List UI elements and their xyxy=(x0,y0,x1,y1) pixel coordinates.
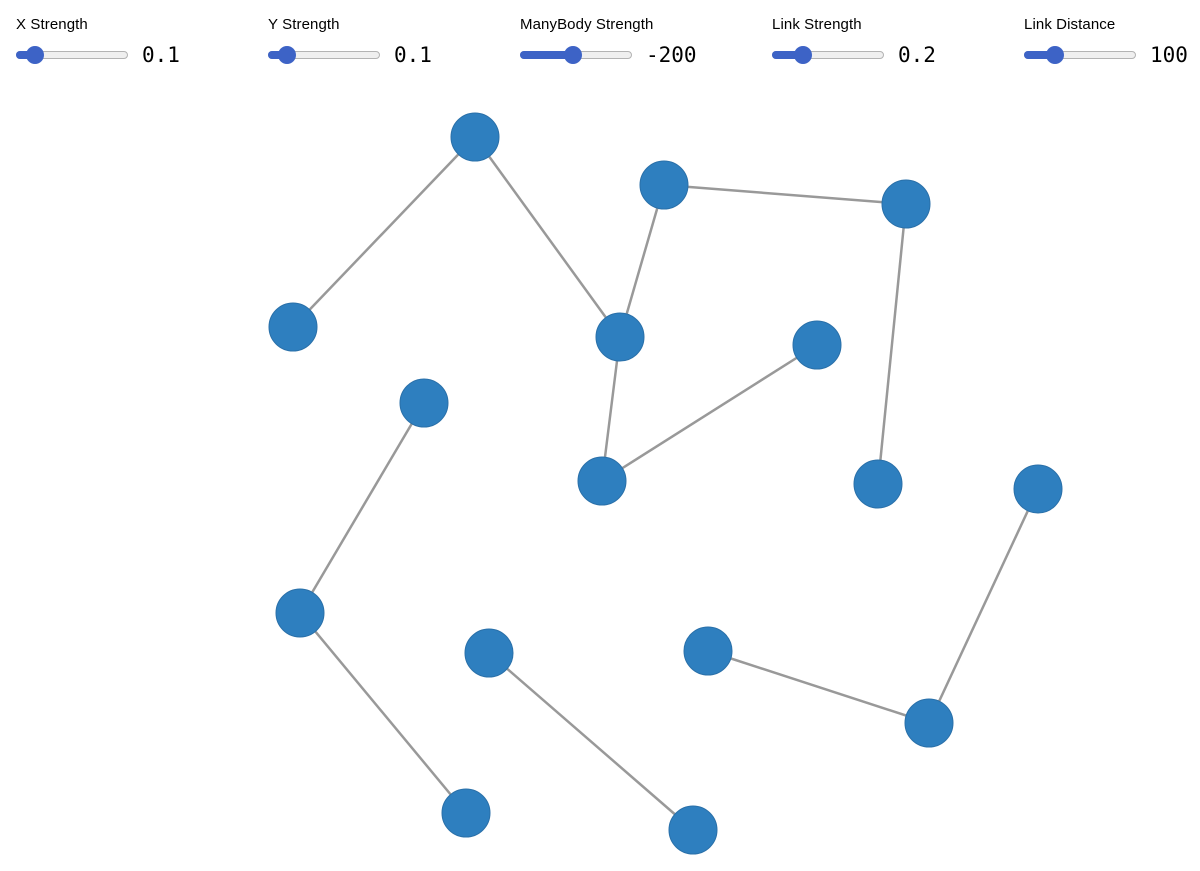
graph-node[interactable] xyxy=(668,805,718,855)
slider-thumb[interactable] xyxy=(1045,46,1064,64)
graph-node[interactable] xyxy=(904,698,954,748)
control-link-strength: Link Strength 0.2 xyxy=(772,16,1008,67)
graph-link xyxy=(473,136,622,338)
graph-node[interactable] xyxy=(577,456,627,506)
y-strength-slider[interactable] xyxy=(268,46,380,64)
slider-value: 0.2 xyxy=(898,43,936,67)
slider-thumb[interactable] xyxy=(278,46,297,64)
slider-label: ManyBody Strength xyxy=(520,16,654,33)
manybody-strength-slider[interactable] xyxy=(520,46,632,64)
graph-link xyxy=(618,184,666,338)
graph-node[interactable] xyxy=(595,312,645,362)
graph-node[interactable] xyxy=(450,112,500,162)
slider-fill xyxy=(520,51,574,59)
link-strength-slider[interactable] xyxy=(772,46,884,64)
graph-node[interactable] xyxy=(275,588,325,638)
graph-link xyxy=(663,183,907,206)
graph-node[interactable] xyxy=(1013,464,1063,514)
slider-fill xyxy=(16,51,36,59)
slider-fill xyxy=(1024,51,1055,59)
slider-thumb[interactable] xyxy=(793,46,812,64)
graph-node[interactable] xyxy=(464,628,514,678)
graph-node[interactable] xyxy=(683,626,733,676)
control-manybody-strength: ManyBody Strength -200 xyxy=(520,16,756,67)
graph-node[interactable] xyxy=(881,179,931,229)
graph-link xyxy=(601,343,818,483)
slider-value: 0.1 xyxy=(142,43,180,67)
graph-node[interactable] xyxy=(639,160,689,210)
slider-label: Link Strength xyxy=(772,16,862,33)
slider-fill xyxy=(772,51,803,59)
graph-link xyxy=(298,402,426,614)
slider-label: Y Strength xyxy=(268,16,340,33)
graph-node[interactable] xyxy=(853,459,903,509)
graph-link xyxy=(927,488,1040,724)
slider-value: -200 xyxy=(646,43,697,67)
slider-thumb[interactable] xyxy=(26,46,45,64)
simulation-controls: X Strength 0.1 Y Strength 0.1 ManyBody S… xyxy=(16,16,1200,67)
slider-value: 100 xyxy=(1150,43,1188,67)
graph-link xyxy=(292,136,476,328)
graph-node[interactable] xyxy=(268,302,318,352)
control-link-distance: Link Distance 100 xyxy=(1024,16,1200,67)
graph-link xyxy=(876,203,908,485)
graph-node[interactable] xyxy=(441,788,491,838)
x-strength-slider[interactable] xyxy=(16,46,128,64)
control-y-strength: Y Strength 0.1 xyxy=(268,16,504,67)
graph-link xyxy=(488,652,694,831)
slider-fill xyxy=(268,51,288,59)
graph-link xyxy=(299,612,467,814)
slider-value: 0.1 xyxy=(394,43,432,67)
link-distance-slider[interactable] xyxy=(1024,46,1136,64)
graph-node[interactable] xyxy=(399,378,449,428)
slider-label: X Strength xyxy=(16,16,88,33)
slider-thumb[interactable] xyxy=(564,46,583,64)
graph-link xyxy=(707,649,930,725)
control-x-strength: X Strength 0.1 xyxy=(16,16,252,67)
graph-node[interactable] xyxy=(792,320,842,370)
slider-label: Link Distance xyxy=(1024,16,1116,33)
